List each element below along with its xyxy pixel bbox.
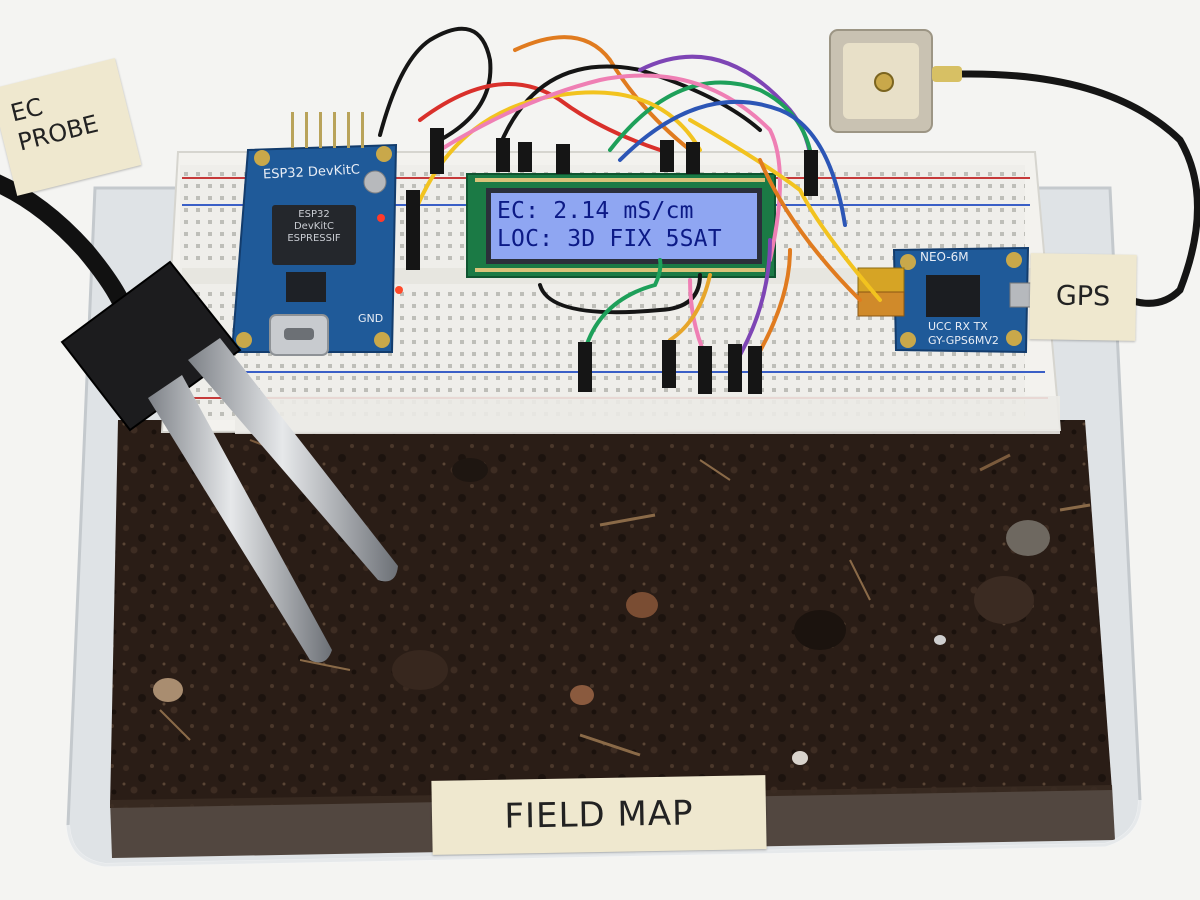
gps-tape-label: GPS: [1029, 253, 1137, 341]
esp32-gnd-label: GND: [358, 312, 384, 325]
esp32-chip-marking: ESP32 DevKitC ESPRESSIF: [276, 209, 352, 261]
gps-antenna: [829, 29, 1200, 307]
jumper-wires: [378, 26, 882, 362]
gps-model-label: NEO-6M: [920, 250, 969, 264]
soil-debris: [153, 439, 1091, 765]
gps-board-label: GY-GPS6MV2: [928, 334, 999, 347]
lcd-module: [466, 173, 776, 278]
jumper-headers: [406, 128, 818, 394]
esp32-chip-line-2: DevKitC: [293, 221, 334, 232]
esp32-chip-line-1: ESP32: [298, 209, 330, 220]
gps-pin-labels: UCC RX TX: [928, 320, 988, 333]
lcd-line-2: LOC: 3D FIX 5SAT: [497, 226, 722, 252]
esp32-board: [230, 112, 403, 356]
lcd-line-1: EC: 2.14 mS/cm: [497, 198, 694, 224]
lcd-display: EC: 2.14 mS/cm LOC: 3D FIX 5SAT: [497, 197, 755, 255]
esp32-chip-line-3: ESPRESSIF: [287, 233, 341, 244]
gps-module: [857, 246, 1033, 354]
field-map-tape-label: FIELD MAP: [431, 775, 767, 855]
